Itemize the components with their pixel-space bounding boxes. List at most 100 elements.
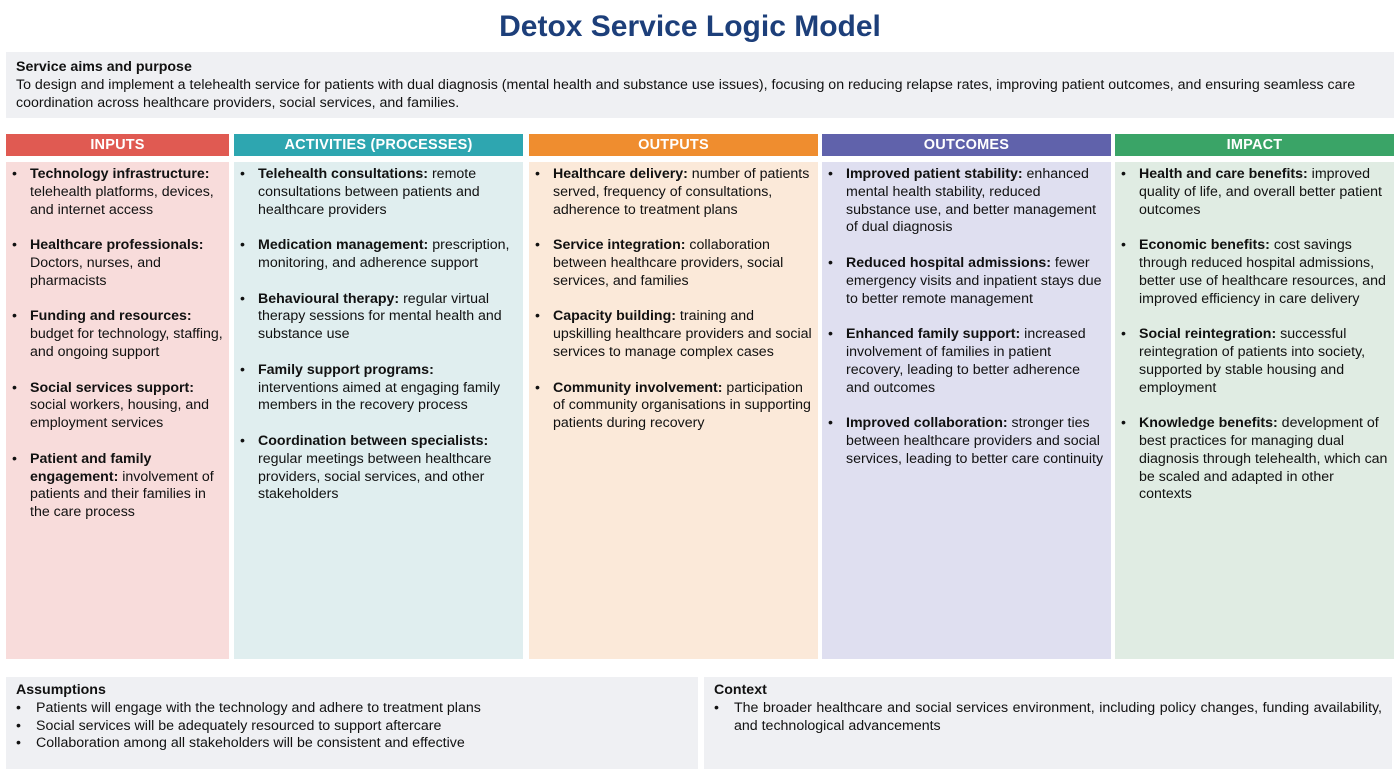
item-text: increased involvement of families in pat… [846,326,1086,396]
bullet-icon: • [1121,326,1126,343]
item-text: successful reintegration of patients int… [1139,326,1366,396]
item-text: enhanced mental health stability, reduce… [846,166,1097,236]
list-item: •Knowledge benefits: development of best… [1121,415,1388,504]
list-item: • Social services will be adequately reso… [16,718,688,736]
bullet-icon: • [828,254,833,271]
bullet-icon: • [12,237,17,254]
assumptions-panel: Assumptions • Patients will engage with t… [6,677,698,769]
activities-header: ACTIVITIES (PROCESSES) [234,134,523,156]
bullet-icon: • [828,326,833,343]
list-item: • Improved patient stability: enhanced me… [828,166,1105,237]
inputs-column: INPUTS • Technology infrastructure: teleh… [6,134,229,659]
item-text: prescription, monitoring, and adherence … [258,237,510,271]
item-heading: Patient and family engagement: [30,450,152,485]
item-text: fewer emergency visits and inpatient sta… [846,254,1102,307]
service-aims-text: To design and implement a telehealth ser… [16,77,1356,111]
item-text: Collaboration among all stakeholders wil… [36,735,465,752]
list-item: • Healthcare delivery: number of patients… [535,166,812,219]
item-text: improved quality of life, and overall be… [1139,166,1382,218]
item-heading: Telehealth consultations: [258,166,429,182]
item-heading: Social reintegration: [1139,326,1277,343]
list-item: • Community involvement: participation of… [535,380,812,433]
list-item: •Healthcare professionals: Doctors, nurs… [12,237,223,290]
list-item: • Family support programs: interventions … [240,362,517,415]
list-item: • Social reintegration: successful reinte… [1121,326,1388,397]
item-heading: Reduced hospital admissions: [846,254,1051,271]
list-item: •Social services support: social workers… [12,380,223,433]
bullet-icon: • [12,166,17,182]
item-heading: Improved patient stability: [846,166,1023,182]
item-heading: Healthcare delivery: [553,166,688,182]
item-heading: Community involvement: [553,379,723,396]
list-item: •The broader healthcare and social servi… [714,700,1382,736]
service-aims-panel: Service aims and purpose To design and i… [6,52,1394,118]
item-text: regular virtual therapy sessions for men… [258,290,502,343]
bullet-icon: • [535,166,540,182]
list-item: •Economic benefits: cost savings through… [1121,237,1388,308]
list-item: •Coordination between specialists: regul… [240,433,517,504]
item-text: Social services will be adequately resou… [36,717,442,734]
bullet-icon: • [1121,166,1126,182]
outcomes-body: • Improved patient stability: enhanced me… [822,162,1111,659]
item-text: participation of community organisations… [553,379,811,432]
list-item: • Capacity building: training and upskill… [535,308,812,361]
outputs-header: OUTPUTS [529,134,818,156]
item-heading: Technology infrastructure: [30,166,210,182]
list-item: • Collaboration among all stakeholders wi… [16,735,688,753]
item-text: training and upskilling healthcare provi… [553,308,812,360]
item-text: Patients will engage with the technology… [36,699,481,716]
bullet-icon: • [240,166,245,182]
bullet-icon: • [240,361,245,378]
item-text: Doctors, nurses, and pharmacists [30,254,161,289]
list-item: • Reduced hospital admissions: fewer emer… [828,255,1105,308]
bullet-icon: • [240,237,245,254]
list-item: •Patient and family engagement: involvem… [12,451,223,522]
activities-body: •Telehealth consultations: remote consul… [234,162,523,659]
item-text: interventions aimed at engaging family m… [258,379,501,414]
bullet-icon: • [16,699,21,716]
bullet-icon: • [12,450,17,467]
list-item: •Service integration: collaboration betw… [535,237,812,290]
context-heading: Context [714,682,767,698]
bullet-icon: • [1121,415,1126,432]
item-text: regular meetings between healthcare prov… [258,450,492,503]
outputs-column: OUTPUTS • Healthcare delivery: number of … [529,134,818,659]
bullet-icon: • [16,735,21,752]
bullet-icon: • [828,415,833,432]
item-heading: Family support programs: [258,361,434,378]
list-item: • Improved collaboration: stronger ties b… [828,415,1105,468]
item-heading: Improved collaboration: [846,415,1008,432]
bullet-icon: • [535,237,540,254]
list-item: • Patients will engage with the technolog… [16,700,688,718]
activities-column: ACTIVITIES (PROCESSES) • Telehealth consu… [234,134,523,659]
bullet-icon: • [535,379,540,396]
impact-column: IMPACT •Health and care benefits: improv… [1115,134,1394,659]
list-item: • Medication management: prescription, mo… [240,237,517,273]
item-text: development of best practices for managi… [1139,415,1388,503]
outcomes-column: OUTCOMES • Improved patient stability: en… [822,134,1111,659]
assumptions-heading: Assumptions [16,682,106,698]
inputs-header: INPUTS [6,134,229,156]
list-item: • Enhanced family support: increased invo… [828,326,1105,397]
item-text: number of patients served, frequency of … [553,166,810,218]
bullet-icon: • [16,717,21,734]
item-heading: Capacity building: [553,308,676,325]
bullet-icon: • [535,308,540,325]
item-text: budget for technology, staffing, and ong… [30,326,223,360]
list-item: •Health and care benefits: improved qual… [1121,166,1388,219]
impact-header: IMPACT [1115,134,1394,156]
item-heading: Enhanced family support: [846,326,1021,343]
item-heading: Economic benefits: [1139,237,1270,254]
item-heading: Funding and resources: [30,308,192,325]
item-text: stronger ties between healthcare provide… [846,415,1104,467]
item-heading: Medication management: [258,237,429,254]
outcomes-header: OUTCOMES [822,134,1111,156]
inputs-body: • Technology infrastructure: telehealth p… [6,162,229,659]
bullet-icon: • [240,432,245,449]
bullet-icon: • [828,166,833,182]
item-text: telehealth platforms, devices, and inter… [30,183,214,218]
item-heading: Service integration: [553,237,686,254]
item-heading: Social services support: [30,379,195,396]
impact-body: •Health and care benefits: improved qual… [1115,162,1394,659]
bullet-icon: • [12,379,17,396]
